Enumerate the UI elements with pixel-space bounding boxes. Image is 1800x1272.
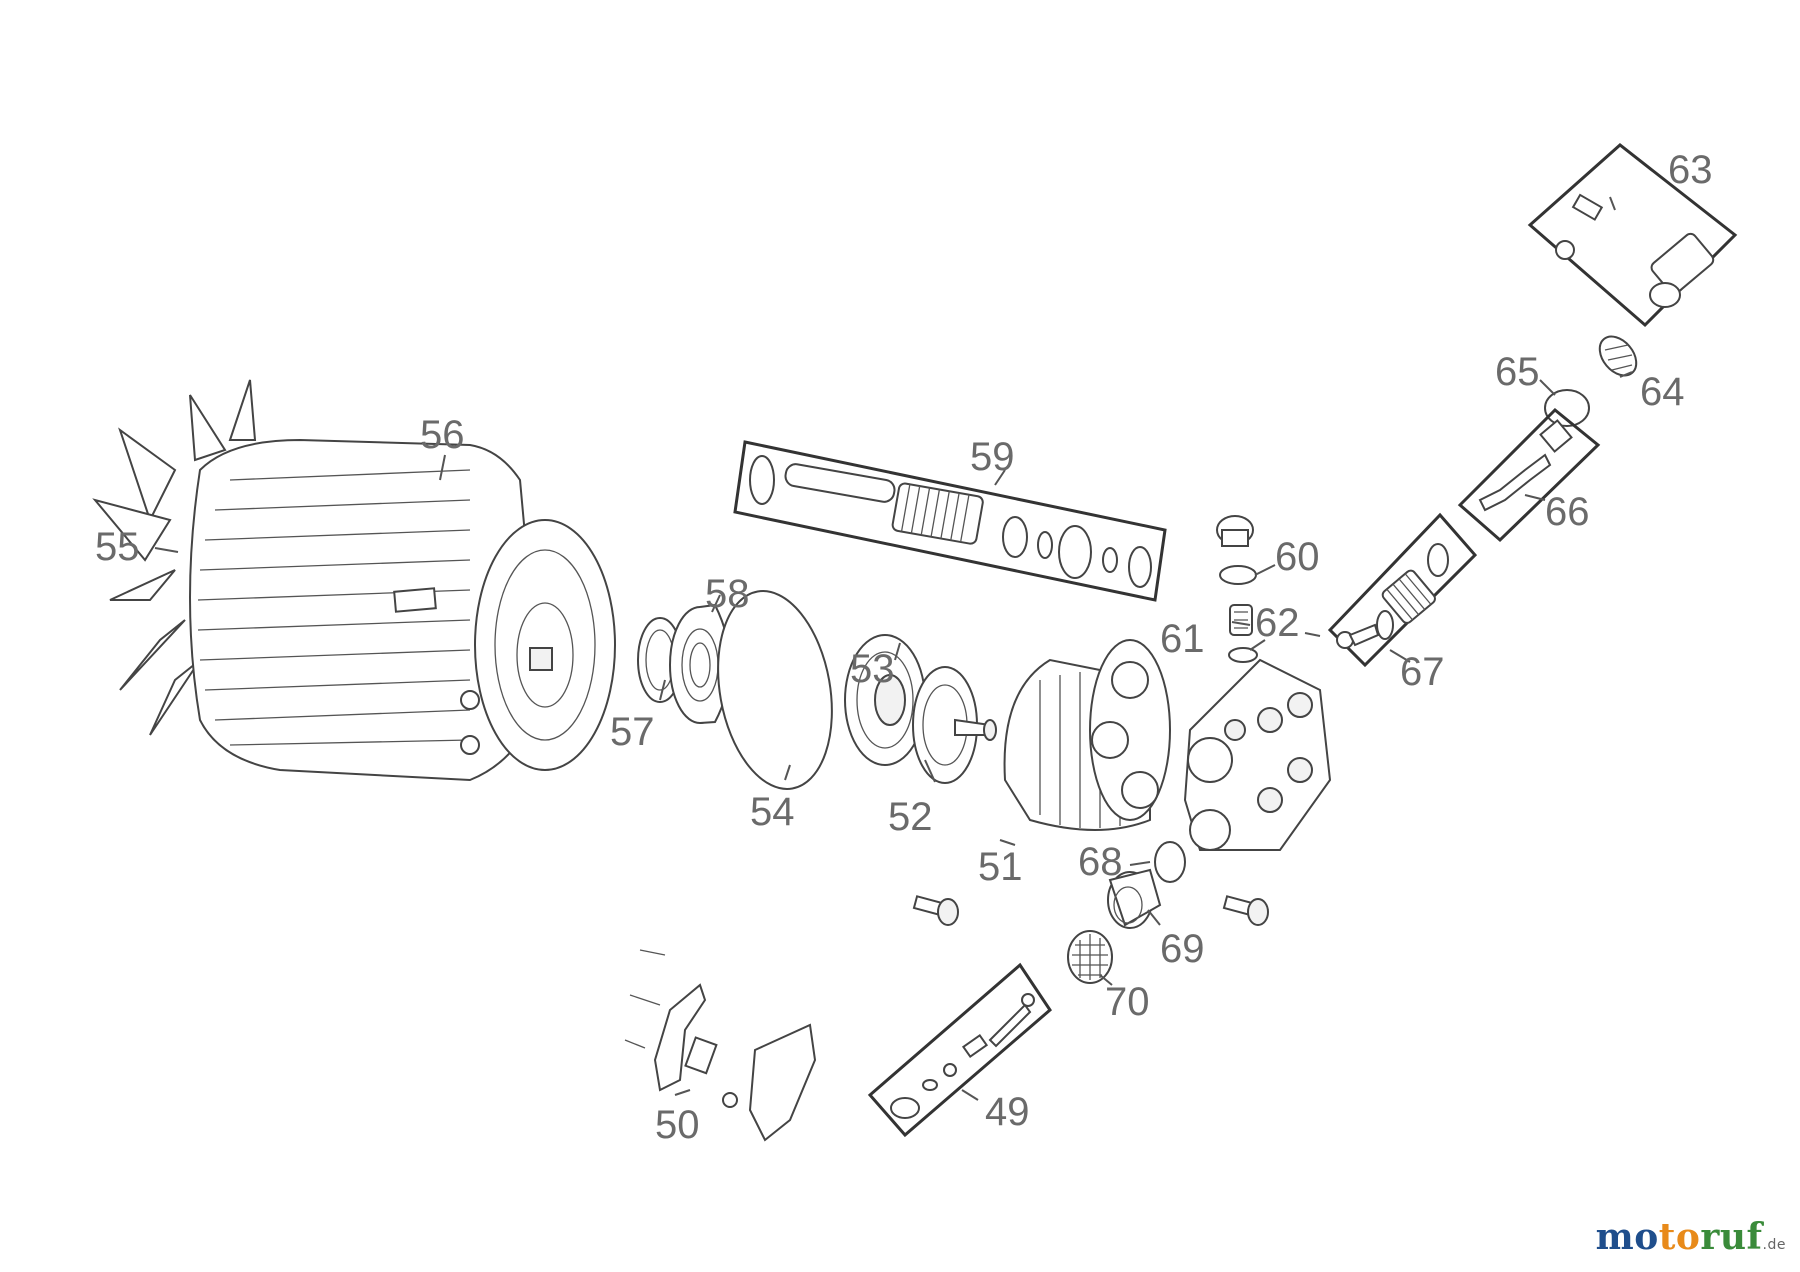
cap-60 [1216,515,1257,585]
label-52: 52 [888,795,933,839]
label-59: 59 [970,435,1015,479]
label-70: 70 [1105,980,1150,1024]
label-50: 50 [655,1103,700,1147]
label-67: 67 [1400,650,1445,694]
ring-65 [1544,389,1590,427]
label-64: 64 [1640,370,1685,414]
label-69: 69 [1160,927,1205,971]
label-53: 53 [850,647,895,691]
leader-lines [154,196,1633,1101]
label-66: 66 [1545,490,1590,534]
label-60: 60 [1275,535,1320,579]
valve-61 [1229,604,1253,636]
label-55: 55 [95,525,140,569]
part-53 [844,634,926,766]
motor-assembly [92,379,616,782]
part-labels: 55 56 57 58 59 60 61 62 63 64 65 66 67 6… [95,148,1713,1147]
motor-cooling-fins [197,469,471,746]
oring-62 [1228,647,1258,663]
part-52 [912,666,997,784]
label-51: 51 [978,845,1023,889]
label-68: 68 [1078,840,1123,884]
fitting-69 [1107,868,1162,929]
bracket-50 [624,949,817,1142]
pump-cylinder-51 [1003,639,1171,831]
label-63: 63 [1668,148,1713,192]
kit-box-66 [1457,407,1601,543]
label-56: 56 [420,413,465,457]
motor-housing-56 [189,438,542,782]
pump-manifold [1183,658,1332,851]
watermark-suffix: .de [1762,1237,1786,1253]
label-54: 54 [750,790,795,834]
label-49: 49 [985,1090,1030,1134]
kit-box-63 [1527,143,1738,328]
kit-box-59 [733,440,1167,602]
filter-70 [1067,930,1113,984]
screw-left [912,895,959,926]
watermark-part2: to [1658,1216,1701,1258]
label-62: 62 [1255,601,1300,645]
spring-64 [1598,335,1638,377]
fan-55 [92,379,257,736]
oring-68 [1154,841,1186,883]
watermark-part1: mo [1595,1216,1659,1258]
kit-box-49 [867,962,1052,1138]
motor-shaft [529,647,553,671]
label-58: 58 [705,572,750,616]
kit-box-67 [1327,512,1478,668]
oring-54 [717,590,833,790]
label-57: 57 [610,710,655,754]
watermark-part3: ruf [1700,1216,1763,1258]
label-65: 65 [1495,350,1540,394]
watermark-logo: motoruf.de [1596,1216,1786,1258]
motor-end-shield [474,519,616,771]
label-61: 61 [1160,617,1205,661]
screw-right [1222,895,1269,926]
